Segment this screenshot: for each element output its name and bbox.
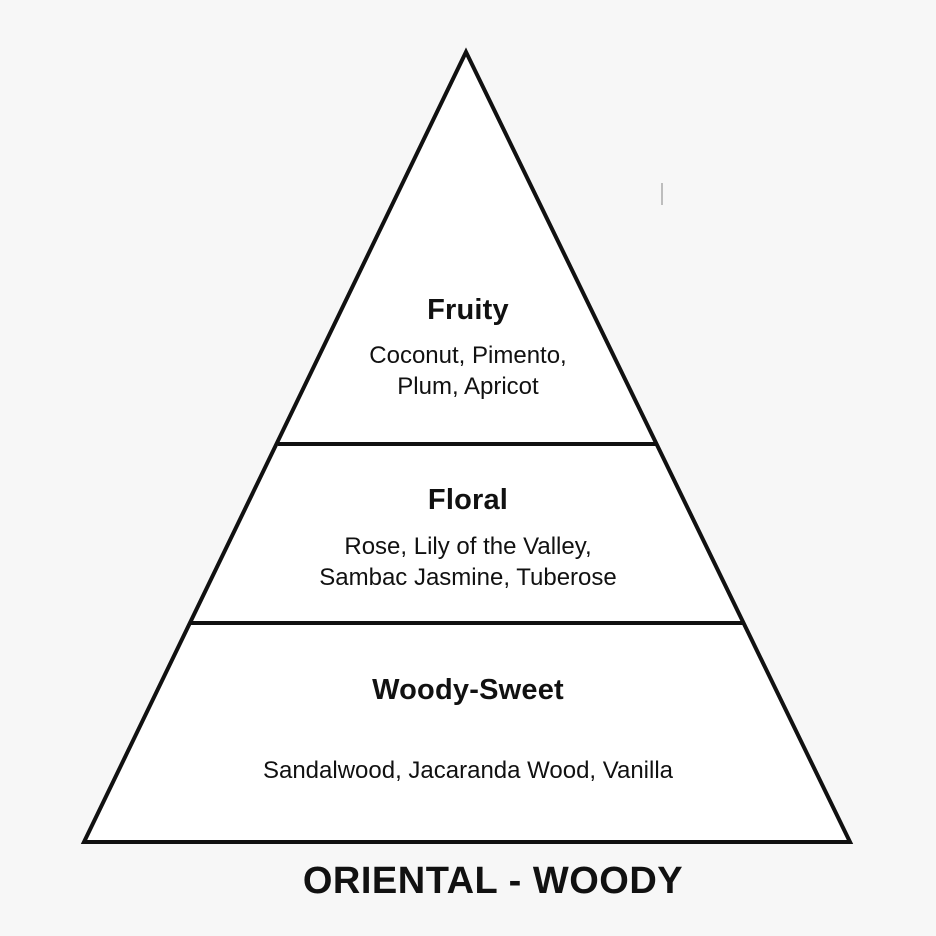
- tier-woody-sweet-title: Woody-Sweet: [372, 674, 564, 706]
- tier-woody-sweet-notes: Sandalwood, Jacaranda Wood, Vanilla: [0, 755, 936, 786]
- pyramid-outline: [80, 47, 854, 844]
- tier-floral-title: Floral: [427, 484, 509, 516]
- tier-fruity-notes-line-1: Coconut, Pimento,: [369, 342, 567, 369]
- fragrance-family-label: ORIENTAL - WOODY: [302, 860, 684, 902]
- tier-woody-sweet-notes-line-1: Sandalwood, Jacaranda Wood, Vanilla: [262, 757, 674, 784]
- tier-floral-notes: Rose, Lily of the Valley, Sambac Jasmine…: [0, 531, 936, 593]
- tier-fruity-notes-line-2: Plum, Apricot: [397, 373, 539, 400]
- tier-fruity-title: Fruity: [427, 294, 509, 326]
- tier-floral-notes-line-1: Rose, Lily of the Valley,: [344, 533, 592, 560]
- tier-fruity-notes: Coconut, Pimento, Plum, Apricot: [0, 340, 936, 402]
- tier-floral-notes-line-2: Sambac Jasmine, Tuberose: [319, 564, 617, 591]
